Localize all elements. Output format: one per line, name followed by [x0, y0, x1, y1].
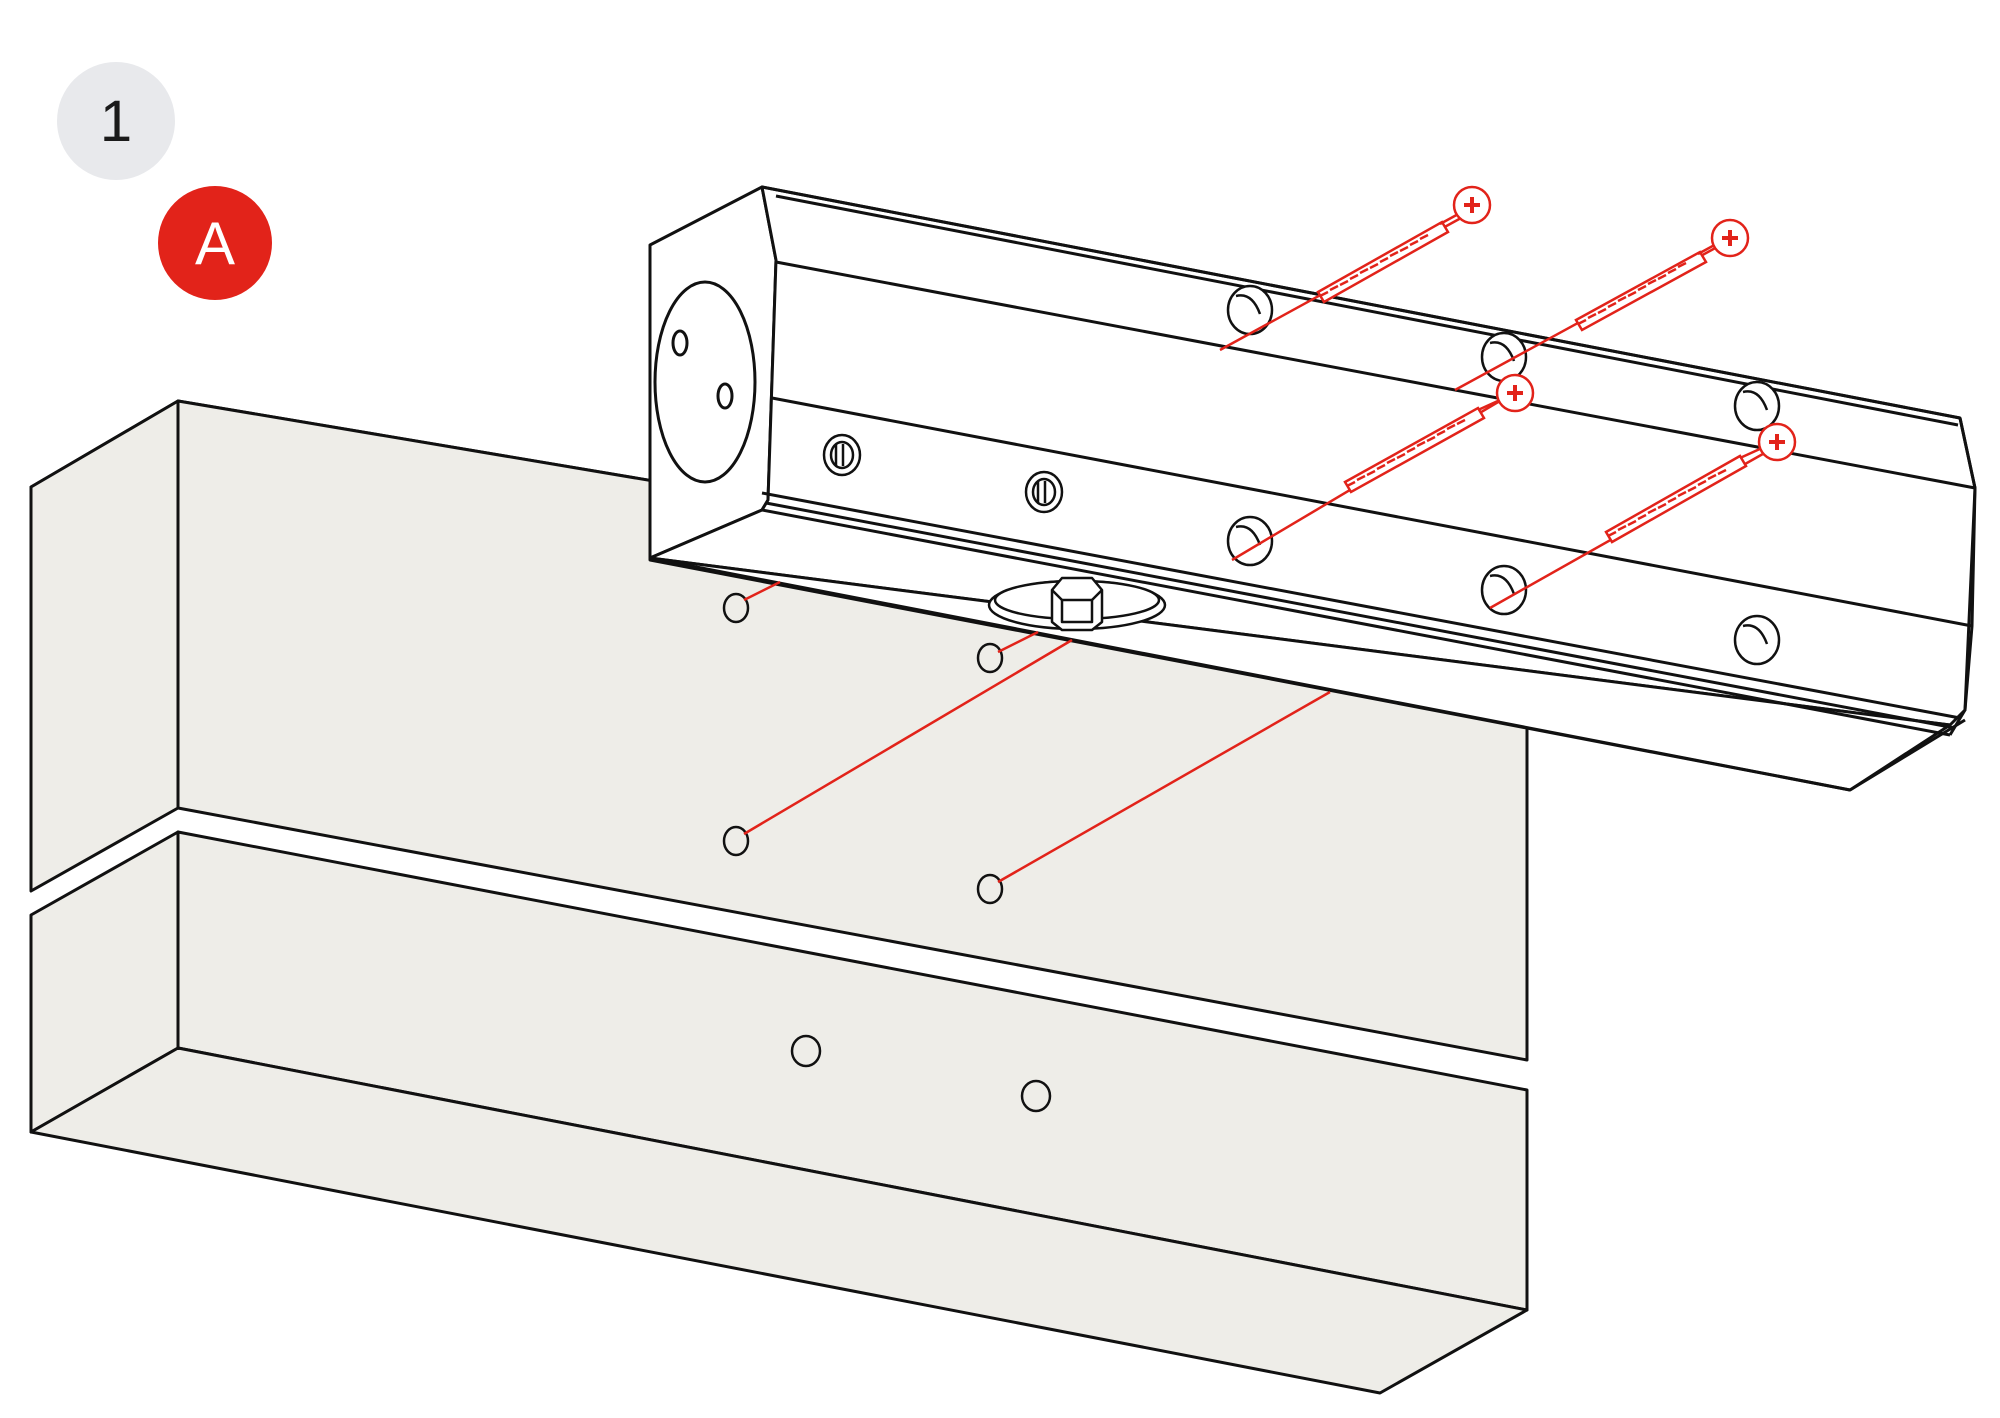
frame-upper-block: [29, 399, 1529, 1062]
screw-4: [1604, 422, 1797, 544]
frame-hole: [722, 825, 750, 857]
closer-end-cap: [648, 185, 778, 560]
part-label-badge: A: [158, 186, 272, 300]
countersunk-hole-icon: [1226, 284, 1781, 666]
valve-screw-2: [1024, 470, 1064, 514]
valve-screw-1: [822, 433, 862, 477]
screw-thread-icon: [1316, 220, 1450, 304]
frame-hole: [976, 873, 1004, 905]
valve-screws: [822, 433, 1064, 514]
mounting-hole: [1480, 331, 1528, 383]
end-plate-screw: [716, 382, 734, 410]
mounting-hole: [1733, 614, 1781, 666]
mounting-hole: [1226, 515, 1274, 567]
mounting-hole: [1226, 284, 1274, 336]
mounting-hole: [1480, 564, 1528, 616]
door-hole: [790, 1034, 822, 1068]
screw-thread-icon: [1574, 250, 1708, 332]
closer-end-plate: [653, 280, 757, 484]
end-plate-screw: [671, 329, 689, 357]
frame-hole: [976, 642, 1004, 674]
frame-holes: [722, 592, 1052, 1113]
frame-upper-side: [29, 399, 180, 893]
frame-hole: [722, 592, 750, 624]
screw-1: [1316, 185, 1492, 304]
door-closer-body: [648, 185, 1977, 792]
pinion-spindle: [987, 576, 1167, 632]
door-hole: [1020, 1079, 1052, 1113]
screw-3: [1343, 373, 1535, 494]
part-letter: A: [194, 209, 236, 277]
screw-2: [1574, 218, 1750, 332]
step-number: 1: [99, 88, 133, 154]
step-number-badge: 1: [57, 62, 175, 180]
mounting-hole: [1733, 380, 1781, 432]
door-bottom-face: [29, 1046, 1529, 1395]
door-lower-block: [29, 830, 1529, 1395]
screws: [1316, 185, 1797, 544]
